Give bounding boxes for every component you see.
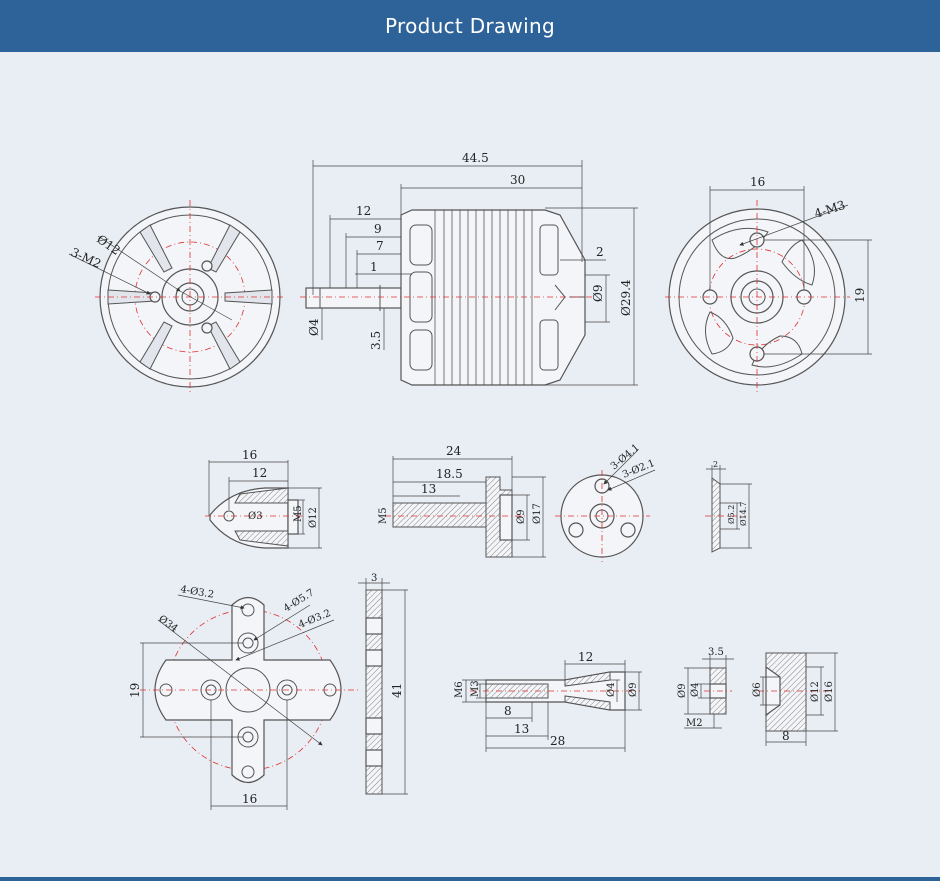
washer-l2-label: 2	[713, 460, 718, 469]
side-l12-label: 12	[356, 204, 371, 218]
product-drawing: Ø12 3-M2	[69, 151, 872, 810]
cone-d16-label: Ø16	[824, 681, 835, 702]
shaft-m6-label: M6	[454, 681, 465, 698]
mount-d34-label: Ø34	[156, 614, 179, 635]
collar-m2-label: M2	[686, 718, 703, 729]
prop-adapter-drawing: 24 18.5 13 M5 Ø9 Ø17	[378, 444, 546, 558]
side-l9-label: 9	[374, 222, 382, 236]
cone-drawing: Ø6 Ø12 Ø16 8	[752, 652, 838, 746]
footer-bar	[0, 877, 940, 881]
header-bar: Product Drawing	[0, 0, 940, 52]
side-l35-label: 3.5	[369, 331, 383, 350]
side-l445-label: 44.5	[462, 151, 489, 165]
cone-d12-label: Ø12	[810, 681, 821, 702]
motor-front-view: Ø12 3-M2	[69, 200, 285, 395]
page-title: Product Drawing	[385, 14, 555, 38]
shaft-l12-label: 12	[578, 650, 593, 664]
shaft-l8-label: 8	[504, 704, 512, 718]
adapter-l185-label: 18.5	[436, 467, 463, 481]
side-d9-label: Ø9	[591, 285, 605, 302]
shaft-l13-label: 13	[514, 722, 529, 736]
shaft-m3-label: M3	[470, 680, 481, 697]
adapter-d17-label: Ø17	[532, 503, 543, 524]
adapter-front-drawing: 3-Ø4.1 3-Ø2.1	[555, 442, 657, 562]
washer-d52-label: Ø5.2	[727, 505, 736, 524]
back-l19-label: 19	[853, 288, 867, 303]
front-m2-label: 3-M2	[69, 245, 104, 271]
mount-l16-label: 16	[242, 792, 257, 806]
shaft-adapter-drawing: 12 M6 M3 8 13 28 Ø4 Ø9	[454, 650, 642, 752]
back-l16-label: 16	[750, 175, 765, 189]
prop-nut-d12-label: Ø12	[308, 507, 319, 528]
collar-d4-label: Ø4	[690, 682, 701, 697]
cone-d6-label: Ø6	[752, 682, 763, 697]
side-d4-label: Ø4	[307, 318, 321, 336]
motor-back-view: 16 4-M3 19	[665, 175, 872, 395]
collar-l35-label: 3.5	[708, 647, 724, 658]
motor-side-view: 44.5 30 12 9 7 1 3.5 Ø4 2 Ø9 Ø29.4	[300, 151, 638, 386]
prop-nut-m5-label: M5	[293, 505, 304, 522]
shaft-l28-label: 28	[550, 734, 565, 748]
mount-h32a-label: 4-Ø3.2	[179, 584, 214, 601]
adapter-d9-label: Ø9	[516, 509, 527, 524]
shaft-d4-label: Ø4	[606, 682, 617, 697]
side-l2-label: 2	[596, 245, 604, 259]
side-l1-label: 1	[370, 260, 378, 274]
prop-nut-d3-label: Ø3	[248, 511, 263, 522]
collar-d9-label: Ø9	[677, 683, 688, 698]
collar-drawing: 3.5 Ø9 Ø4 M2	[677, 647, 734, 729]
shaft-d9-label: Ø9	[628, 682, 639, 697]
prop-nut-l12-label: 12	[252, 466, 267, 480]
mount-h57-label: 4-Ø5.7	[282, 587, 317, 614]
cone-l8-label: 8	[782, 729, 790, 743]
mount-side-l3-label: 3	[371, 573, 377, 584]
adapter-l24-label: 24	[446, 444, 462, 458]
adapter-m5-label: M5	[378, 507, 389, 524]
back-m3-label: 4-M3	[813, 198, 847, 221]
mount-l19-label: 19	[128, 683, 142, 698]
side-l7-label: 7	[376, 239, 384, 253]
adapter-l13-label: 13	[421, 482, 436, 496]
mount-side-l41-label: 41	[390, 683, 404, 698]
x-mount-drawing: 4-Ø3.2 4-Ø5.7 4-Ø3.2 Ø34 19 16	[128, 584, 358, 810]
side-d294-label: Ø29.4	[619, 279, 633, 316]
mount-side-drawing: 3 41	[358, 573, 408, 795]
washer-d147-label: Ø14.7	[739, 502, 748, 526]
mount-h32b-label: 4-Ø3.2	[297, 608, 333, 631]
prop-nut-l16-label: 16	[242, 448, 257, 462]
prop-nut-drawing: 16 12 Ø3 M5 Ø12	[205, 448, 322, 549]
side-l30-label: 30	[510, 173, 525, 187]
washer-drawing: 2 Ø5.2 Ø14.7	[705, 460, 752, 553]
